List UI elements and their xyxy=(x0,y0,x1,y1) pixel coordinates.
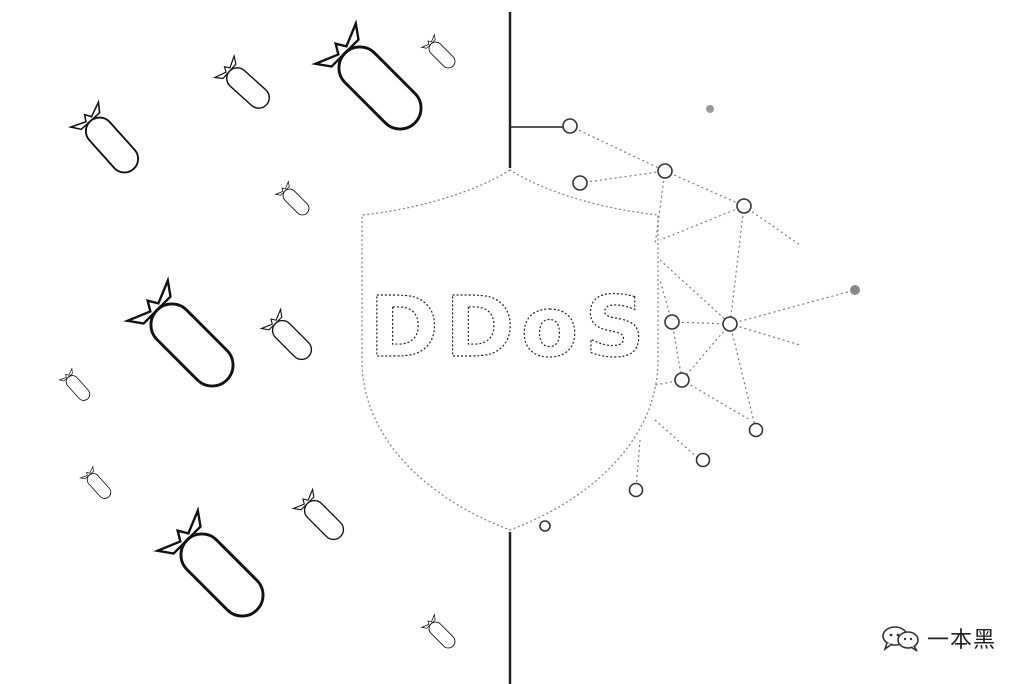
bomb-icon xyxy=(69,101,149,183)
bomb-icon xyxy=(214,55,277,117)
network-node xyxy=(572,175,588,191)
network-node xyxy=(722,316,738,332)
bomb-icon xyxy=(275,181,314,220)
network-node xyxy=(664,314,680,330)
bomb-icon xyxy=(126,279,249,402)
network-dot xyxy=(706,105,714,113)
bomb-icon xyxy=(79,466,116,503)
network-node xyxy=(539,520,551,532)
chat-bubbles-icon xyxy=(882,626,919,652)
network-graph xyxy=(539,105,860,532)
network-node xyxy=(748,422,764,438)
bomb-icon xyxy=(292,488,351,547)
network-node xyxy=(657,163,673,179)
bomb-icon xyxy=(421,614,460,653)
watermark-label: 一本黑 xyxy=(926,628,996,653)
network-node xyxy=(736,198,752,214)
bomb-icon xyxy=(421,34,460,73)
divider-line xyxy=(508,12,570,684)
watermark: 一本黑 xyxy=(881,622,996,654)
network-dot xyxy=(850,285,860,295)
network-node xyxy=(674,372,690,388)
bomb-icon xyxy=(314,22,437,145)
network-node xyxy=(695,452,711,468)
bomb-icon xyxy=(156,509,279,632)
shield-label: DDoS xyxy=(369,278,651,376)
bomb-icon xyxy=(260,308,319,367)
network-node xyxy=(562,118,578,134)
network-node xyxy=(628,482,644,498)
shield-icon: DDoS xyxy=(361,169,659,531)
bomb-icon xyxy=(58,368,95,405)
